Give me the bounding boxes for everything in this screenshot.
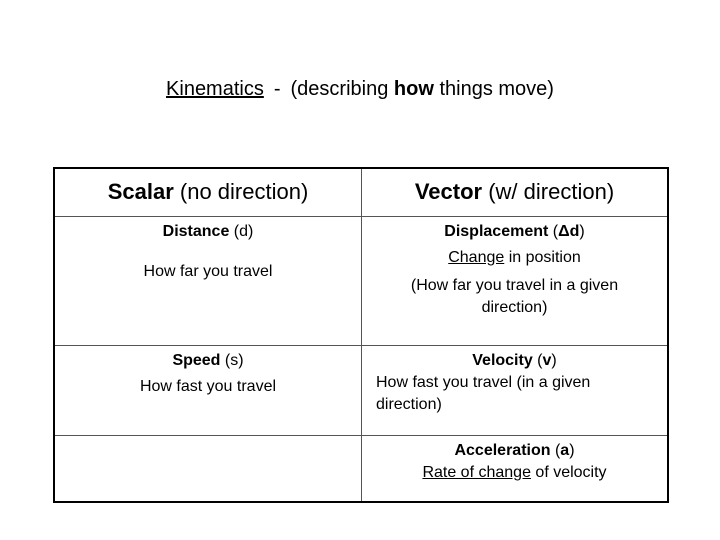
term-label: Distance <box>162 222 230 240</box>
term-label: Velocity <box>472 351 533 369</box>
desc-displacement: Change in position <box>370 247 659 269</box>
term-symbol: (s) <box>220 351 244 369</box>
title-suffix: things move) <box>433 78 554 100</box>
header-scalar-bold: Scalar <box>107 179 174 205</box>
header-vector-bold: Vector <box>414 179 483 205</box>
header-row: Scalar (no direction) Vector (w/ directi… <box>53 167 669 217</box>
term-displacement: Displacement (Δd) <box>370 223 659 241</box>
cell-acceleration: Acceleration (a) Rate of change of veloc… <box>361 434 669 503</box>
title-term: Kinematics <box>166 78 264 100</box>
desc-velocity: How fast you travel (in a given directio… <box>376 373 591 413</box>
table-row: Distance (d) How far you travel Displace… <box>53 215 669 346</box>
term-symbol: v <box>542 351 552 369</box>
header-vector-rest: (w/ direction) <box>482 179 615 205</box>
term-acceleration: Acceleration (a) <box>370 442 659 460</box>
term-label: Speed <box>172 351 221 369</box>
cell-speed: Speed (s) How fast you travel <box>53 344 362 436</box>
term-paren: ( <box>550 441 561 459</box>
term-paren: ) <box>579 222 585 240</box>
desc-rest: of velocity <box>530 463 607 481</box>
page-title: Kinematics-(describing how things move) <box>0 78 720 101</box>
term-label: Acceleration <box>454 441 551 459</box>
term-paren: ) <box>569 441 575 459</box>
term-paren: ( <box>532 351 543 369</box>
header-scalar-rest: (no direction) <box>173 179 309 205</box>
desc-displacement-2: (How far you travel in a given direction… <box>410 276 619 316</box>
term-paren: ) <box>551 351 557 369</box>
desc-underlined: Change <box>448 248 505 266</box>
header-scalar: Scalar (no direction) <box>53 167 362 217</box>
desc-distance: How far you travel <box>143 262 273 280</box>
term-distance: Distance (d) <box>63 223 353 241</box>
header-vector: Vector (w/ direction) <box>361 167 669 217</box>
cell-empty <box>53 434 362 503</box>
title-separator: - <box>273 78 281 100</box>
desc-underlined: Rate of change <box>422 463 531 481</box>
title-bold: how <box>393 78 434 100</box>
cell-velocity: Velocity (v) How fast you travel (in a g… <box>361 344 669 436</box>
desc-rest: in position <box>504 248 581 266</box>
desc-acceleration: Rate of change of velocity <box>370 462 659 484</box>
term-speed: Speed (s) <box>63 352 353 370</box>
term-symbol: Δd <box>558 222 580 240</box>
table-row: Acceleration (a) Rate of change of veloc… <box>53 434 669 503</box>
term-symbol: a <box>560 441 570 459</box>
term-paren: ( <box>548 222 559 240</box>
term-symbol: (d) <box>229 222 254 240</box>
table-row: Speed (s) How fast you travel Velocity (… <box>53 344 669 436</box>
cell-distance: Distance (d) How far you travel <box>53 215 362 346</box>
desc-speed: How fast you travel <box>139 377 277 395</box>
cell-displacement: Displacement (Δd) Change in position (Ho… <box>361 215 669 346</box>
title-prefix: (describing <box>290 78 394 100</box>
kinematics-table: Scalar (no direction) Vector (w/ directi… <box>53 167 669 503</box>
term-label: Displacement <box>444 222 549 240</box>
term-velocity: Velocity (v) <box>370 352 659 370</box>
